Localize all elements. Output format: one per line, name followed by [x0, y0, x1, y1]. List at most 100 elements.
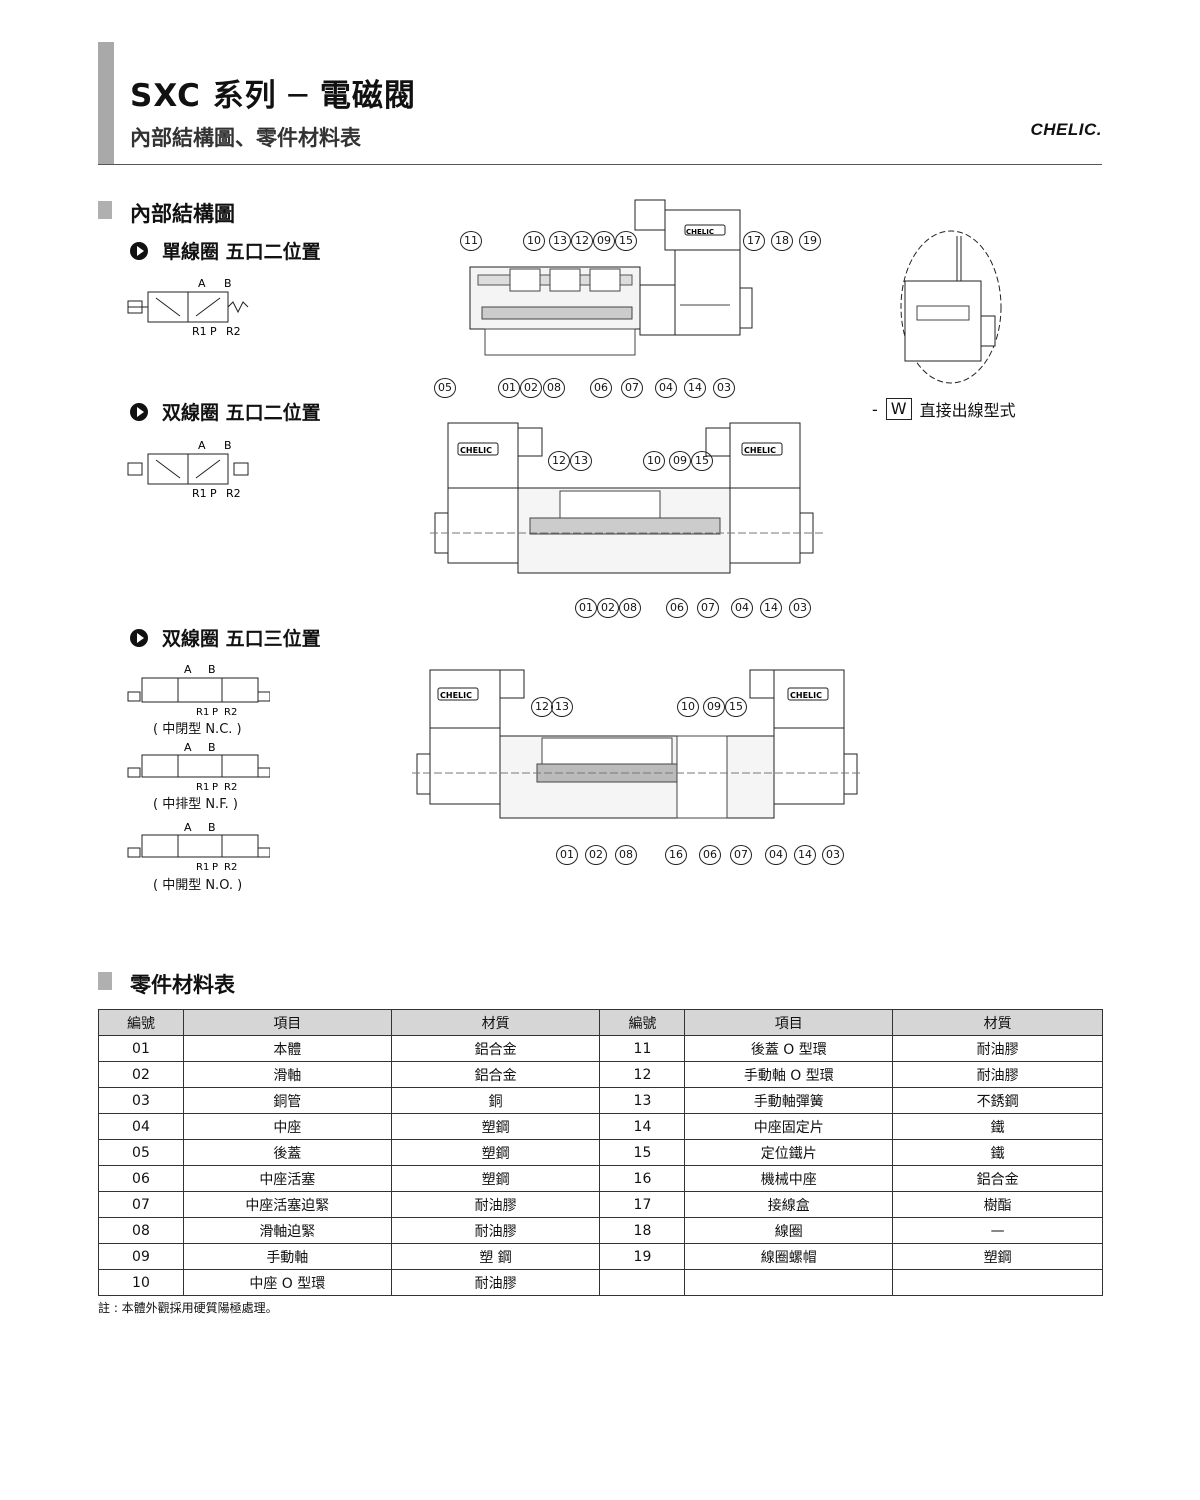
- play-bullet-icon: [130, 628, 148, 647]
- subsection-label: 双線圈 五口三位置: [162, 628, 321, 650]
- materials-table: 編號 項目 材質 編號 項目 材質 01 本體 鋁合金 11 後蓋 O 型環 耐…: [98, 1009, 1103, 1296]
- cell-item: 後蓋 O 型環: [684, 1035, 894, 1062]
- callout-09: 09: [593, 231, 615, 251]
- port-label-b: B: [208, 821, 216, 834]
- cell-item: 銅管: [182, 1087, 392, 1114]
- caption-exhaust-center: ( 中排型 N.F. ): [153, 797, 238, 812]
- port-label-r2: R2: [224, 862, 237, 872]
- callout-15: 15: [725, 697, 747, 717]
- w-option-text: 直接出線型式: [919, 401, 1016, 420]
- cell-item: 滑軸迫緊: [182, 1217, 392, 1244]
- callout-15: 15: [691, 451, 713, 471]
- cell-item: 線圈: [684, 1217, 894, 1244]
- callout-06: 06: [699, 845, 721, 865]
- header-no: 編號: [98, 1009, 184, 1036]
- callout-10: 10: [643, 451, 665, 471]
- cell-material: 鋁合金: [390, 1035, 601, 1062]
- callout-12: 12: [571, 231, 593, 251]
- cell-item: 接線盒: [684, 1191, 894, 1218]
- cell-material: 鋁合金: [892, 1165, 1103, 1192]
- callout-18: 18: [771, 231, 793, 251]
- w-option-code: W: [885, 398, 912, 420]
- callout-04: 04: [731, 598, 753, 618]
- port-label-p: P: [210, 325, 217, 338]
- cell-item: [684, 1269, 894, 1296]
- header-accent-bar: [98, 42, 114, 164]
- cell-material: —: [892, 1217, 1103, 1244]
- port-label-r2: R2: [226, 487, 241, 500]
- table-row: 07 中座活塞迫緊 耐油膠 17 接線盒 樹酯: [98, 1191, 1103, 1218]
- caption-closed-center: ( 中閉型 N.C. ): [153, 722, 242, 737]
- table-header-row: 編號 項目 材質 編號 項目 材質: [98, 1009, 1103, 1036]
- cell-no: 15: [599, 1139, 686, 1166]
- callout-07: 07: [730, 845, 752, 865]
- cell-no: 02: [98, 1061, 184, 1088]
- page-title: SXC 系列 ─ 電磁閥: [130, 78, 416, 114]
- cell-item: 線圈螺帽: [684, 1243, 894, 1270]
- play-bullet-icon: [130, 241, 148, 260]
- w-option-label: - W 直接出線型式: [872, 397, 1016, 421]
- port-label-r1: R1: [196, 862, 209, 872]
- port-label-p: P: [212, 782, 218, 792]
- callout-02: 02: [585, 845, 607, 865]
- header-no: 編號: [599, 1009, 686, 1036]
- callout-19: 19: [799, 231, 821, 251]
- callout-02: 02: [597, 598, 619, 618]
- coil-brand-label: CHELIC: [440, 691, 472, 700]
- cross-section-single-coil: CHELIC: [469, 199, 753, 356]
- cell-material: 樹酯: [892, 1191, 1103, 1218]
- callout-09: 09: [703, 697, 725, 717]
- port-label-a: A: [198, 277, 206, 290]
- subsection-double-coil-5-2: 双線圈 五口二位置: [130, 398, 321, 425]
- section-marker: [98, 972, 112, 990]
- callout-17: 17: [743, 231, 765, 251]
- cell-item: 後蓋: [182, 1139, 392, 1166]
- cell-item: 手動軸: [182, 1243, 392, 1270]
- table-row: 03 銅管 銅 13 手動軸彈簧 不銹鋼: [98, 1087, 1103, 1114]
- caption-open-center: ( 中開型 N.O. ): [153, 878, 243, 893]
- cell-no: 06: [98, 1165, 184, 1192]
- coil-brand-label: CHELIC: [744, 446, 776, 455]
- cell-item: 定位鐵片: [684, 1139, 894, 1166]
- cell-material: 耐油膠: [390, 1217, 601, 1244]
- cell-material: 鐵: [892, 1113, 1103, 1140]
- cell-material: 鋁合金: [390, 1061, 601, 1088]
- cell-no: 07: [98, 1191, 184, 1218]
- cell-material: 塑鋼: [390, 1139, 601, 1166]
- header-item: 項目: [182, 1009, 392, 1036]
- port-label-r1: R1: [196, 782, 209, 792]
- cell-no: [599, 1269, 686, 1296]
- subsection-single-coil-5-2: 單線圈 五口二位置: [130, 237, 321, 264]
- cell-no: 11: [599, 1035, 686, 1062]
- callout-14: 14: [684, 378, 706, 398]
- port-label-r2: R2: [226, 325, 241, 338]
- table-row: 04 中座 塑鋼 14 中座固定片 鐵: [98, 1113, 1103, 1140]
- cell-material: 耐油膠: [892, 1061, 1103, 1088]
- page-subtitle: 內部結構圖、零件材料表: [130, 126, 361, 150]
- cell-material: 耐油膠: [892, 1035, 1103, 1062]
- section-title-materials: 零件材料表: [130, 973, 235, 997]
- callout-04: 04: [765, 845, 787, 865]
- cell-material: 塑鋼: [390, 1113, 601, 1140]
- cell-item: 中座活塞迫緊: [182, 1191, 392, 1218]
- cell-item: 中座 O 型環: [182, 1269, 392, 1296]
- symbol-double-coil-5-2: A B R1 P R2: [127, 439, 249, 500]
- cell-item: 滑軸: [182, 1061, 392, 1088]
- cell-no: 12: [599, 1061, 686, 1088]
- cell-item: 中座固定片: [684, 1113, 894, 1140]
- cell-item: 手動軸 O 型環: [684, 1061, 894, 1088]
- port-label-p: P: [212, 862, 218, 872]
- callout-01: 01: [556, 845, 578, 865]
- table-row: 09 手動軸 塑 鋼 19 線圈螺帽 塑鋼: [98, 1243, 1103, 1270]
- cell-no: 03: [98, 1087, 184, 1114]
- callout-14: 14: [794, 845, 816, 865]
- table-row: 01 本體 鋁合金 11 後蓋 O 型環 耐油膠: [98, 1035, 1103, 1062]
- port-label-a: A: [198, 439, 206, 452]
- coil-brand-label: CHELIC: [790, 691, 822, 700]
- port-label-r1: R1: [192, 487, 207, 500]
- cell-no: 16: [599, 1165, 686, 1192]
- cell-no: 05: [98, 1139, 184, 1166]
- table-footnote: 註 : 本體外觀採用硬質陽極處理。: [98, 1301, 278, 1315]
- cell-item: 機械中座: [684, 1165, 894, 1192]
- callout-07: 07: [697, 598, 719, 618]
